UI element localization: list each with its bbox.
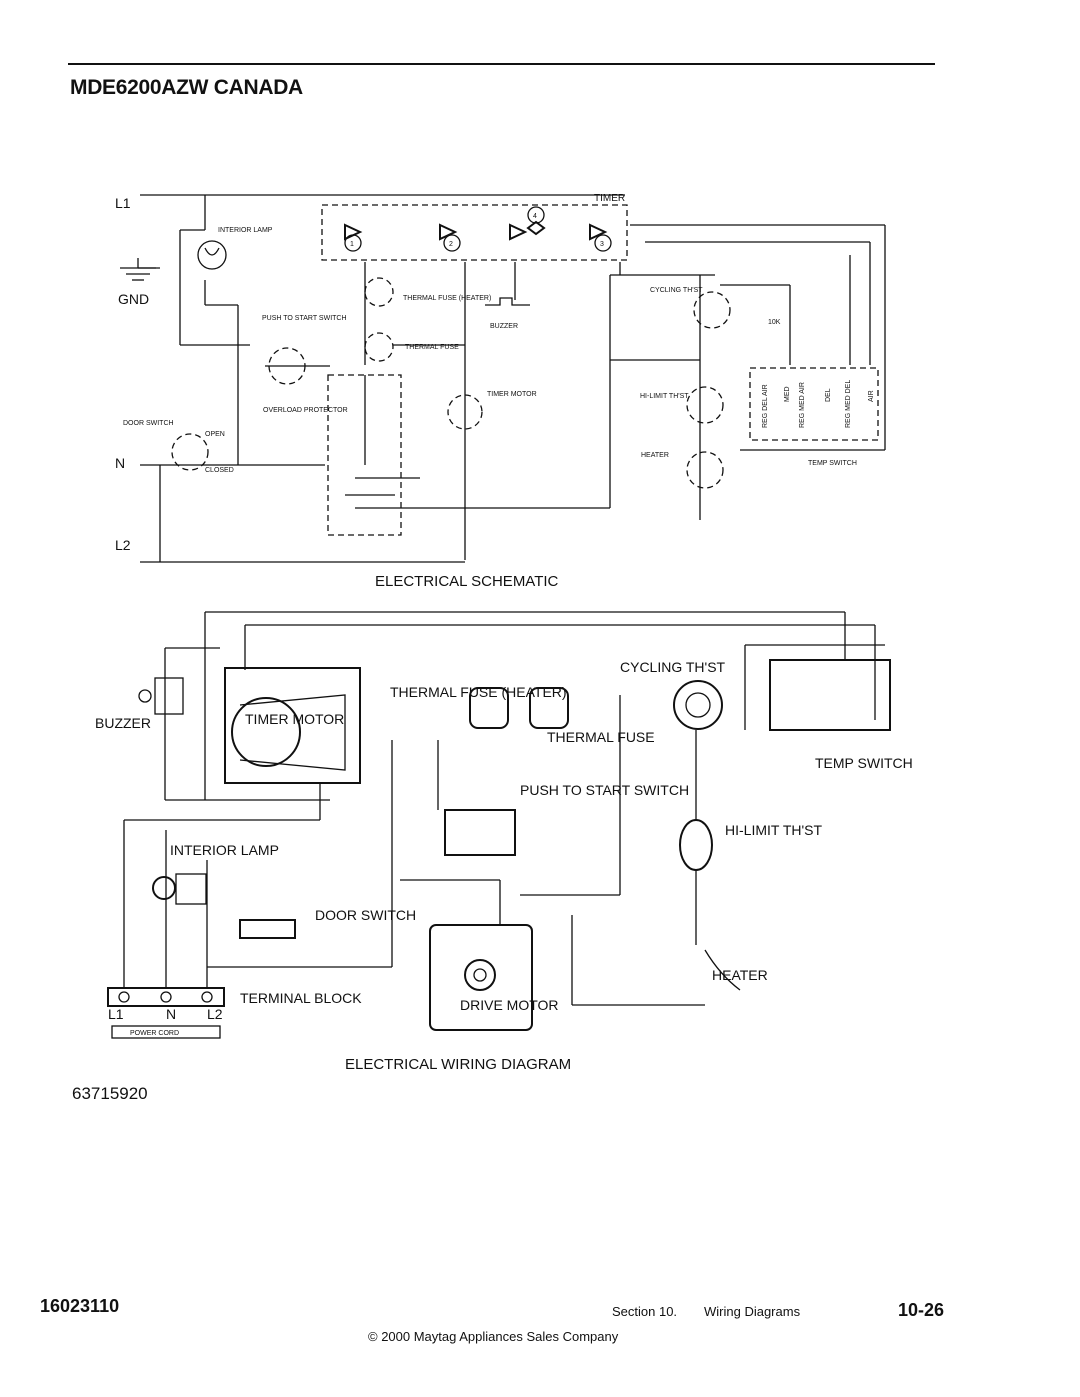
thermal-fuse-heater: THERMAL FUSE (HEATER)	[364, 277, 491, 307]
electrical-schematic: L1 GND N L2 TIMER 1 2 3 4	[115, 193, 886, 590]
heater-part: HEATER	[704, 949, 768, 991]
svg-text:BUZZER: BUZZER	[95, 715, 151, 731]
l2-label: L2	[115, 537, 131, 553]
svg-text:POWER CORD: POWER CORD	[130, 1030, 179, 1037]
hi-limit-part: HI-LIMIT TH'ST	[679, 819, 822, 871]
page-title: MDE6200AZW CANADA	[70, 76, 303, 99]
svg-text:10K: 10K	[768, 319, 781, 326]
copyright: © 2000 Maytag Appliances Sales Company	[368, 1329, 619, 1344]
l1-label: L1	[115, 195, 131, 211]
electrical-wiring-diagram: BUZZER TIMER MOTOR THERMAL FUSE (HEATER)…	[95, 611, 913, 1073]
page-number: 10-26	[898, 1300, 944, 1320]
temp-switch-positions: REG DEL AIR MED REG MED AIR DEL REG MED …	[762, 380, 875, 428]
header-rule	[68, 63, 935, 65]
svg-text:HI-LIMIT TH'ST: HI-LIMIT TH'ST	[640, 393, 689, 400]
drive-motor-box	[327, 374, 402, 536]
part-number: 63715920	[72, 1084, 148, 1103]
svg-text:N: N	[166, 1006, 176, 1022]
svg-text:2: 2	[449, 241, 453, 248]
interior-lamp: INTERIOR LAMP	[197, 195, 273, 465]
svg-text:CLOSED: CLOSED	[205, 467, 234, 474]
interior-lamp-part: INTERIOR LAMP	[152, 842, 279, 905]
door-switch	[171, 433, 209, 471]
svg-text:HEATER: HEATER	[641, 452, 669, 459]
svg-text:REG DEL AIR: REG DEL AIR	[762, 384, 769, 428]
svg-text:OPEN: OPEN	[205, 431, 225, 438]
svg-text:DEL: DEL	[825, 388, 832, 402]
svg-text:4: 4	[533, 213, 537, 220]
svg-text:L1: L1	[108, 1006, 124, 1022]
footer-section-title: Wiring Diagrams	[704, 1304, 801, 1319]
door-switch-label: DOOR SWITCH	[123, 420, 174, 427]
heater: HEATER	[641, 451, 724, 489]
schematic-title: ELECTRICAL SCHEMATIC	[375, 573, 559, 590]
svg-text:REG MED AIR: REG MED AIR	[799, 382, 806, 428]
timer-contacts: 1 2 3 4	[344, 206, 612, 252]
push-start-part: PUSH TO START SWITCH	[444, 782, 689, 856]
ground-symbol	[120, 258, 160, 281]
doc-number: 16023110	[40, 1296, 119, 1316]
svg-text:TIMER MOTOR: TIMER MOTOR	[245, 711, 344, 727]
svg-text:THERMAL FUSE (HEATER): THERMAL FUSE (HEATER)	[403, 295, 491, 302]
timer-motor-block	[224, 667, 361, 784]
svg-text:BUZZER: BUZZER	[490, 323, 518, 330]
svg-text:3: 3	[600, 241, 604, 248]
svg-text:HEATER: HEATER	[712, 967, 768, 983]
svg-text:TEMP SWITCH: TEMP SWITCH	[815, 755, 913, 771]
cycling-thermostat: CYCLING TH'ST	[650, 287, 731, 329]
buzzer: BUZZER	[485, 297, 530, 330]
svg-text:INTERIOR LAMP: INTERIOR LAMP	[170, 842, 279, 858]
n-label: N	[115, 455, 125, 471]
temp-switch-label: TEMP SWITCH	[808, 460, 857, 467]
svg-text:PUSH TO START SWITCH: PUSH TO START SWITCH	[520, 782, 689, 798]
svg-text:CYCLING TH'ST: CYCLING TH'ST	[620, 659, 726, 675]
svg-text:1: 1	[350, 241, 354, 248]
svg-text:THERMAL FUSE: THERMAL FUSE	[547, 729, 655, 745]
footer-section: Section 10.	[612, 1304, 677, 1319]
thermal-fuse-part: THERMAL FUSE	[529, 687, 655, 745]
buzzer-component: BUZZER	[95, 677, 184, 731]
timer-box	[321, 204, 628, 261]
svg-text:INTERIOR LAMP: INTERIOR LAMP	[218, 227, 273, 234]
timer-motor: TIMER MOTOR	[447, 391, 537, 430]
svg-text:REG MED DEL: REG MED DEL	[845, 380, 852, 428]
svg-text:THERMAL FUSE (HEATER): THERMAL FUSE (HEATER)	[390, 684, 567, 700]
thermal-fuse-heater-part: THERMAL FUSE (HEATER)	[390, 684, 567, 729]
svg-text:DOOR SWITCH: DOOR SWITCH	[315, 907, 416, 923]
svg-text:TERMINAL BLOCK: TERMINAL BLOCK	[240, 990, 362, 1006]
wiring-title: ELECTRICAL WIRING DIAGRAM	[345, 1056, 571, 1073]
svg-text:CYCLING TH'ST: CYCLING TH'ST	[650, 287, 703, 294]
svg-text:L2: L2	[207, 1006, 223, 1022]
svg-text:AIR: AIR	[868, 390, 875, 402]
svg-text:OVERLOAD PROTECTOR: OVERLOAD PROTECTOR	[263, 407, 348, 414]
door-switch-part: DOOR SWITCH	[239, 907, 416, 939]
svg-text:THERMAL FUSE: THERMAL FUSE	[405, 344, 459, 351]
gnd-label: GND	[118, 291, 149, 307]
temp-switch-box	[749, 367, 879, 441]
push-start-label: PUSH TO START SWITCH	[262, 315, 347, 322]
cycling-thermostat-part: CYCLING TH'ST	[620, 659, 726, 730]
svg-text:DRIVE MOTOR: DRIVE MOTOR	[460, 997, 559, 1013]
terminal-block: TERMINAL BLOCK L1 N L2 POWER CORD	[107, 987, 362, 1039]
drive-motor-part: DRIVE MOTOR	[429, 924, 559, 1031]
svg-text:MED: MED	[784, 386, 791, 402]
hi-limit-thermostat: HI-LIMIT TH'ST	[640, 386, 724, 424]
temp-switch-part: TEMP SWITCH	[769, 659, 913, 771]
svg-text:HI-LIMIT TH'ST: HI-LIMIT TH'ST	[725, 822, 822, 838]
svg-text:TIMER MOTOR: TIMER MOTOR	[487, 391, 537, 398]
timer-label: TIMER	[594, 193, 625, 204]
thermal-fuse: THERMAL FUSE	[364, 332, 459, 362]
